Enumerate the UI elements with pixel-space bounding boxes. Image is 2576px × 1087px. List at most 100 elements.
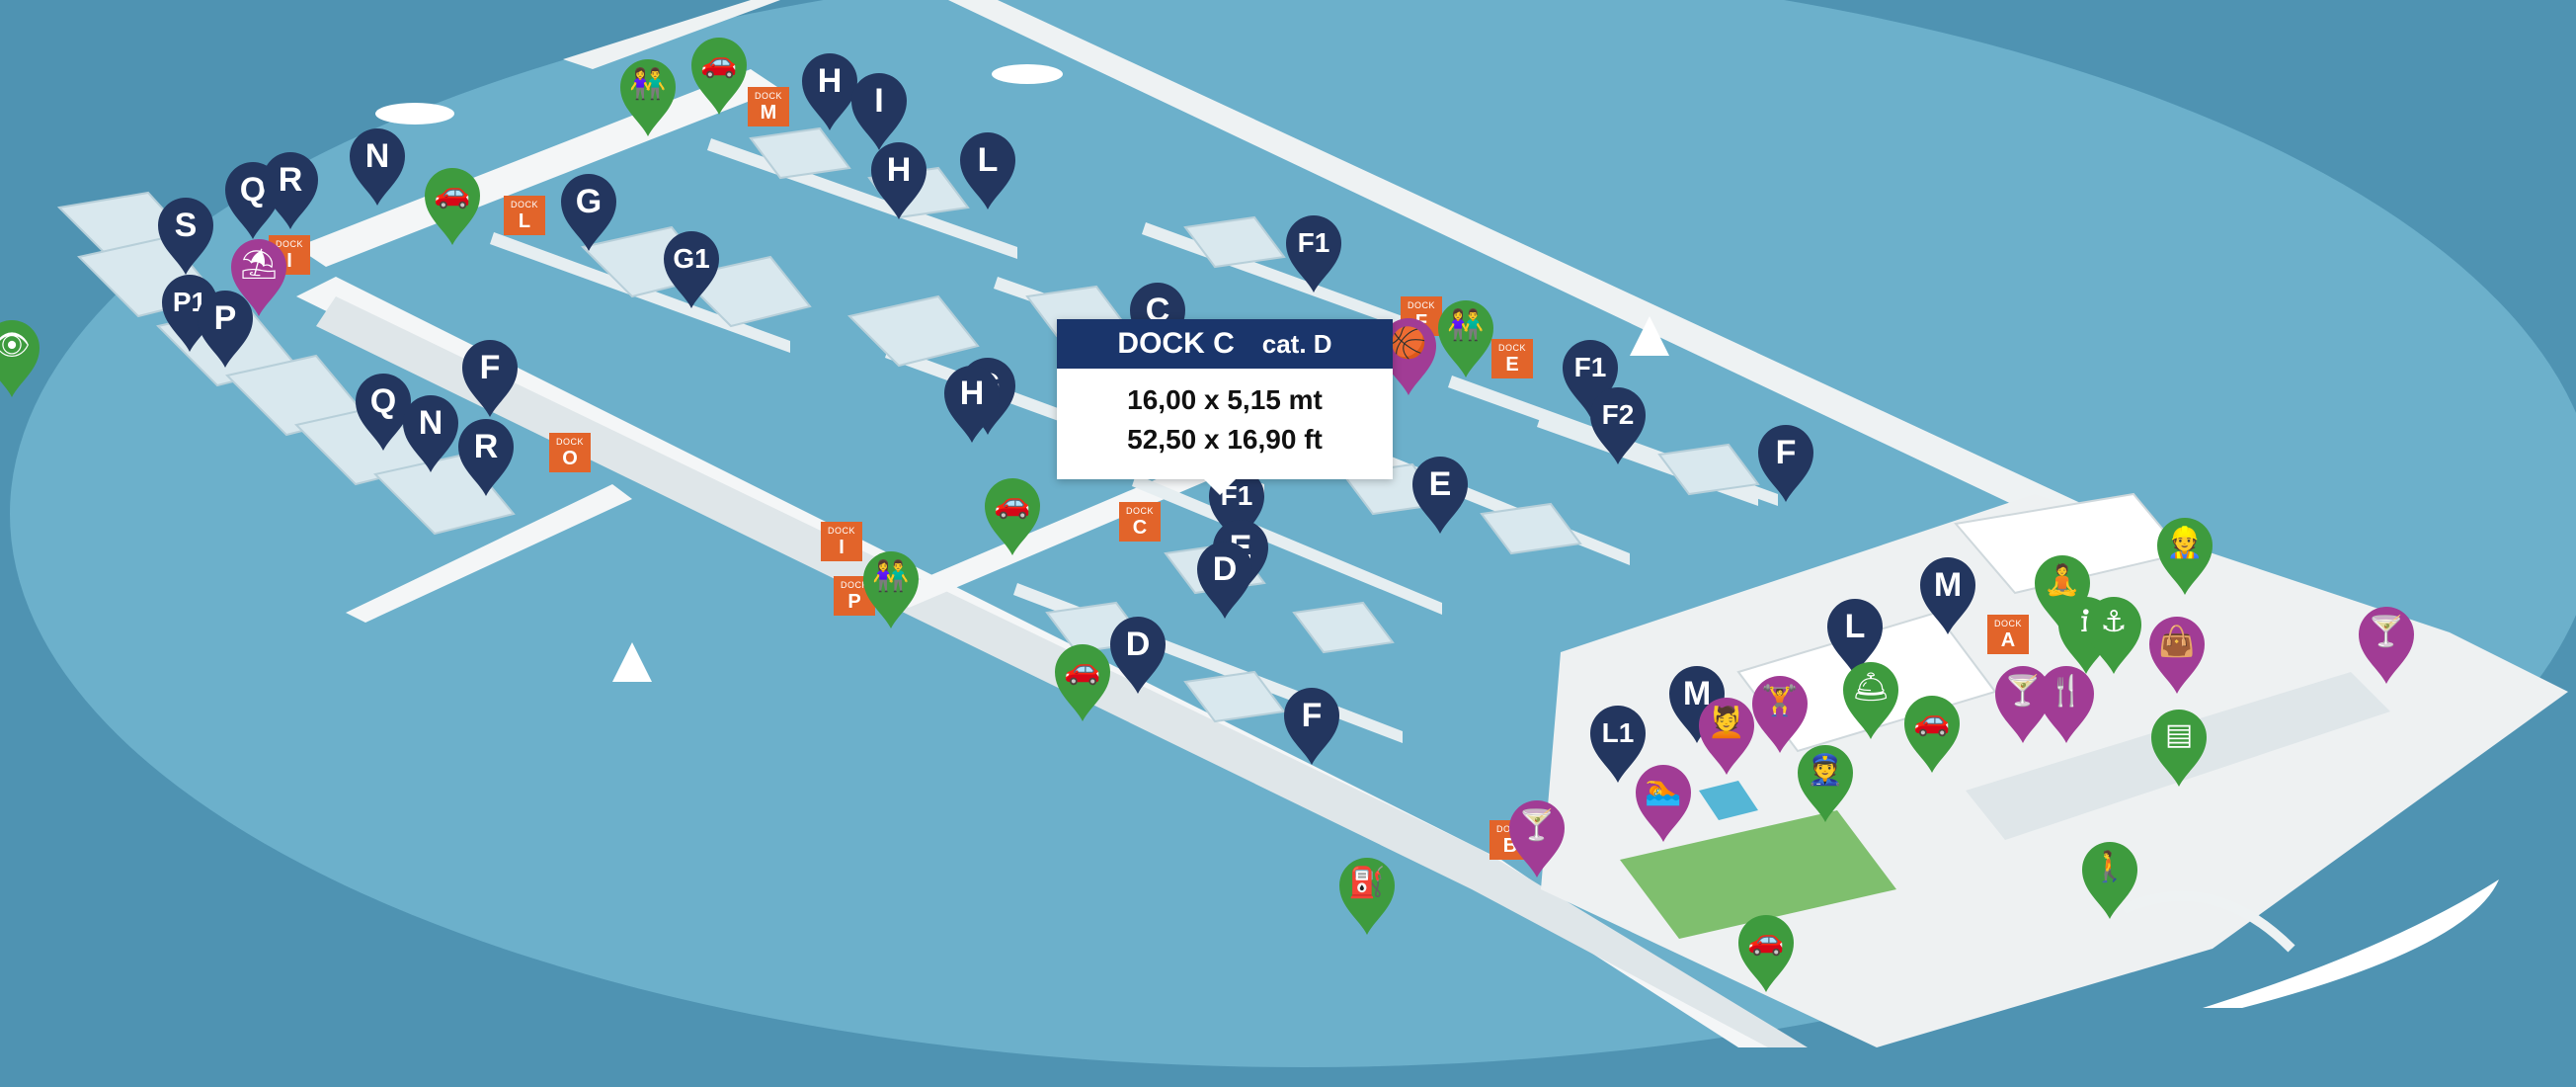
berth-pin-g[interactable]: G xyxy=(557,170,620,253)
car-pin[interactable]: 🚗 xyxy=(687,34,751,117)
berth-pin-e[interactable]: E xyxy=(1409,453,1472,536)
berth-pin-l1[interactable]: L1 xyxy=(1586,702,1650,785)
cocktail-pin[interactable]: 🍸 xyxy=(1991,662,2054,745)
restroom-pin[interactable]: 👫 xyxy=(1434,296,1497,379)
pool-pin[interactable]: 🏊 xyxy=(1632,761,1695,844)
car-pin[interactable]: 🚗 xyxy=(1900,692,1964,775)
berth-pin-f[interactable]: F xyxy=(458,336,522,419)
berth-pin-label: Q xyxy=(239,171,267,209)
popup-size-metric: 16,00 x 5,15 mt xyxy=(1127,384,1323,415)
car-pin[interactable]: 🚗 xyxy=(1051,640,1114,723)
berth-pin-label: F xyxy=(479,349,501,386)
restaurant-icon: 🍴 xyxy=(2048,674,2085,709)
berth-pin-h[interactable]: H xyxy=(798,49,861,132)
berth-pin-label: H xyxy=(817,62,843,100)
yacht-club-pin[interactable]: ⚓ xyxy=(2082,593,2145,676)
garden xyxy=(1620,810,1896,939)
restroom-pin[interactable]: 👫 xyxy=(616,55,680,138)
restroom-icon: 👫 xyxy=(1447,308,1485,343)
berth-pin-q[interactable]: Q xyxy=(352,370,415,453)
berth-pin-m[interactable]: M xyxy=(1916,553,1979,636)
motorboat xyxy=(992,64,1063,84)
berth-pin-q[interactable]: Q xyxy=(221,158,284,241)
berth-pin-f[interactable]: F xyxy=(1754,421,1817,504)
footbridge xyxy=(2121,890,2295,953)
fuel-pin[interactable]: ⛽ xyxy=(1335,854,1399,937)
cocktail-pin[interactable]: 🍸 xyxy=(1505,796,1569,879)
berth-pin-label: Q xyxy=(369,382,397,420)
car-pin[interactable]: 🚗 xyxy=(421,164,484,247)
basketball-pin[interactable]: 🏀 xyxy=(1377,314,1440,397)
berth-pin-n[interactable]: N xyxy=(346,125,409,208)
berth-pin-label: F1 xyxy=(1297,227,1330,258)
berth-pin-r[interactable]: R xyxy=(259,148,322,231)
berth-pin-label: D xyxy=(1212,550,1238,588)
berth-pin-h[interactable]: H xyxy=(867,138,930,221)
berth-pin-i[interactable]: I xyxy=(847,69,911,152)
car-icon: 🚗 xyxy=(1747,923,1785,958)
car-pin[interactable]: 🚗 xyxy=(1734,911,1798,994)
shopping-pin[interactable]: 👜 xyxy=(2145,613,2209,696)
cocktail-icon: 🍸 xyxy=(1518,808,1556,843)
concierge-icon: 🛎 xyxy=(1851,670,1891,705)
popup-pointer xyxy=(1204,479,1236,495)
berth-pin-label: H xyxy=(886,151,912,189)
popup-body: 16,00 x 5,15 mt 52,50 x 16,90 ft xyxy=(1057,369,1393,460)
berth-pin-f[interactable]: F xyxy=(1280,684,1343,767)
restaurant-pin[interactable]: 🍴 xyxy=(2035,662,2098,745)
berth-pin-r[interactable]: R xyxy=(454,415,518,498)
walk-icon: 🚶 xyxy=(2091,850,2129,884)
north-breakwater xyxy=(563,0,780,69)
harbour-office-pin[interactable]: 👷 xyxy=(2153,514,2216,597)
eye-pin[interactable]: 👁 xyxy=(0,316,43,399)
berth-pin-label: E xyxy=(1428,465,1452,503)
berth-pin-label: G1 xyxy=(673,243,710,274)
motorboat xyxy=(375,103,454,125)
cocktail-pin[interactable]: 🍸 xyxy=(2355,603,2418,686)
info-point-icon: ℹ xyxy=(2080,605,2092,639)
berth-pin-h[interactable]: H xyxy=(940,362,1004,445)
berth-pin-n[interactable]: N xyxy=(399,391,462,474)
berth-pin-label: G xyxy=(575,183,603,220)
popup-category: cat. D xyxy=(1261,328,1332,359)
spa-pin[interactable]: 💆 xyxy=(1695,694,1758,777)
swimming-pool xyxy=(1699,781,1758,820)
berth-pin-l[interactable]: L xyxy=(956,128,1019,211)
restroom-pin[interactable]: 👫 xyxy=(859,547,923,630)
berth-pin-label: N xyxy=(364,137,390,175)
berth-pin-s[interactable]: S xyxy=(154,194,217,277)
eye-icon: 👁 xyxy=(0,328,32,363)
berth-pin-f1[interactable]: F1 xyxy=(1282,211,1345,294)
berth-pin-l[interactable]: L xyxy=(1823,595,1887,678)
gym-pin[interactable]: 🏋 xyxy=(1748,672,1811,755)
berth-pin-d[interactable]: D xyxy=(1106,613,1169,696)
security-pin[interactable]: 👮 xyxy=(1794,741,1857,824)
cocktail-icon: 🍸 xyxy=(2368,615,2405,649)
basketball-icon: 🏀 xyxy=(1390,326,1427,361)
berth-pin-g1[interactable]: G1 xyxy=(660,227,723,310)
berth-pin-p[interactable]: P xyxy=(194,287,257,370)
yacht-club-icon: ⚓ xyxy=(2100,605,2128,639)
pool-icon: 🏊 xyxy=(1645,773,1682,807)
spa-icon: 💆 xyxy=(1708,706,1745,740)
berth-pin-label: P xyxy=(213,299,237,337)
berth-pin-f2[interactable]: F2 xyxy=(1586,383,1650,466)
beach-umbrella-pin[interactable]: ⛱ xyxy=(227,235,290,318)
berth-pin-d[interactable]: D xyxy=(1193,538,1256,621)
shopping-icon: 👜 xyxy=(2158,625,2196,659)
walk-pin[interactable]: 🚶 xyxy=(2078,838,2141,921)
concierge-pin[interactable]: 🛎 xyxy=(1839,658,1902,741)
berth-pin-label: F xyxy=(1301,697,1323,734)
atm-pin[interactable]: ▤ xyxy=(2147,706,2211,789)
car-pin[interactable]: 🚗 xyxy=(981,474,1044,557)
gym-icon: 🏋 xyxy=(1761,684,1799,718)
berth-pin-label: R xyxy=(473,428,499,465)
